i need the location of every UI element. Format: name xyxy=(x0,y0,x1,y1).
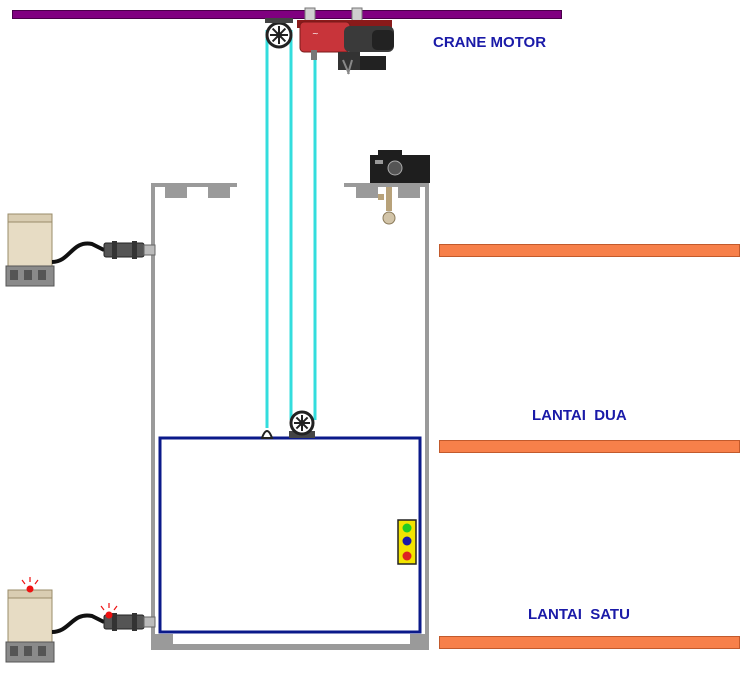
indicator-green-light xyxy=(402,523,412,533)
rail-clamp-left xyxy=(304,7,316,22)
indicator-blue-light xyxy=(402,536,412,546)
crane-motor-label: CRANE MOTOR xyxy=(433,34,547,51)
top-pulley-icon xyxy=(265,18,293,49)
sensor-active-led-icon xyxy=(100,603,118,619)
cable-anchor-icon xyxy=(260,430,274,439)
elevator-cabin xyxy=(158,436,422,634)
sensor-cable-lower xyxy=(51,613,105,634)
floor-one-label: LANTAI SATU xyxy=(528,606,630,623)
relay-module-icon-upper xyxy=(5,213,55,287)
svg-text:~: ~ xyxy=(312,29,319,38)
floor-one-bar xyxy=(439,636,740,649)
proximity-sensor-icon-upper xyxy=(103,241,156,259)
relay-active-led-icon xyxy=(21,577,39,593)
shaft-walls xyxy=(151,183,429,650)
floor-top-bar xyxy=(439,244,740,257)
sensor-cable-upper xyxy=(51,241,105,264)
floor-two-bar xyxy=(439,440,740,453)
proximity-sensor-icon-lower xyxy=(103,613,156,631)
relay-module-icon-lower xyxy=(5,589,55,663)
cabin-pulley-icon xyxy=(289,410,315,438)
indicator-red-light xyxy=(402,551,412,561)
crane-hoist-icon: ~ xyxy=(297,20,394,75)
floor-two-label: LANTAI DUA xyxy=(532,407,627,424)
limit-switch-icon xyxy=(370,150,430,225)
hoist-cables xyxy=(265,30,317,428)
rail-clamp-right xyxy=(351,7,363,22)
cabin-indicator-panel xyxy=(397,519,417,565)
